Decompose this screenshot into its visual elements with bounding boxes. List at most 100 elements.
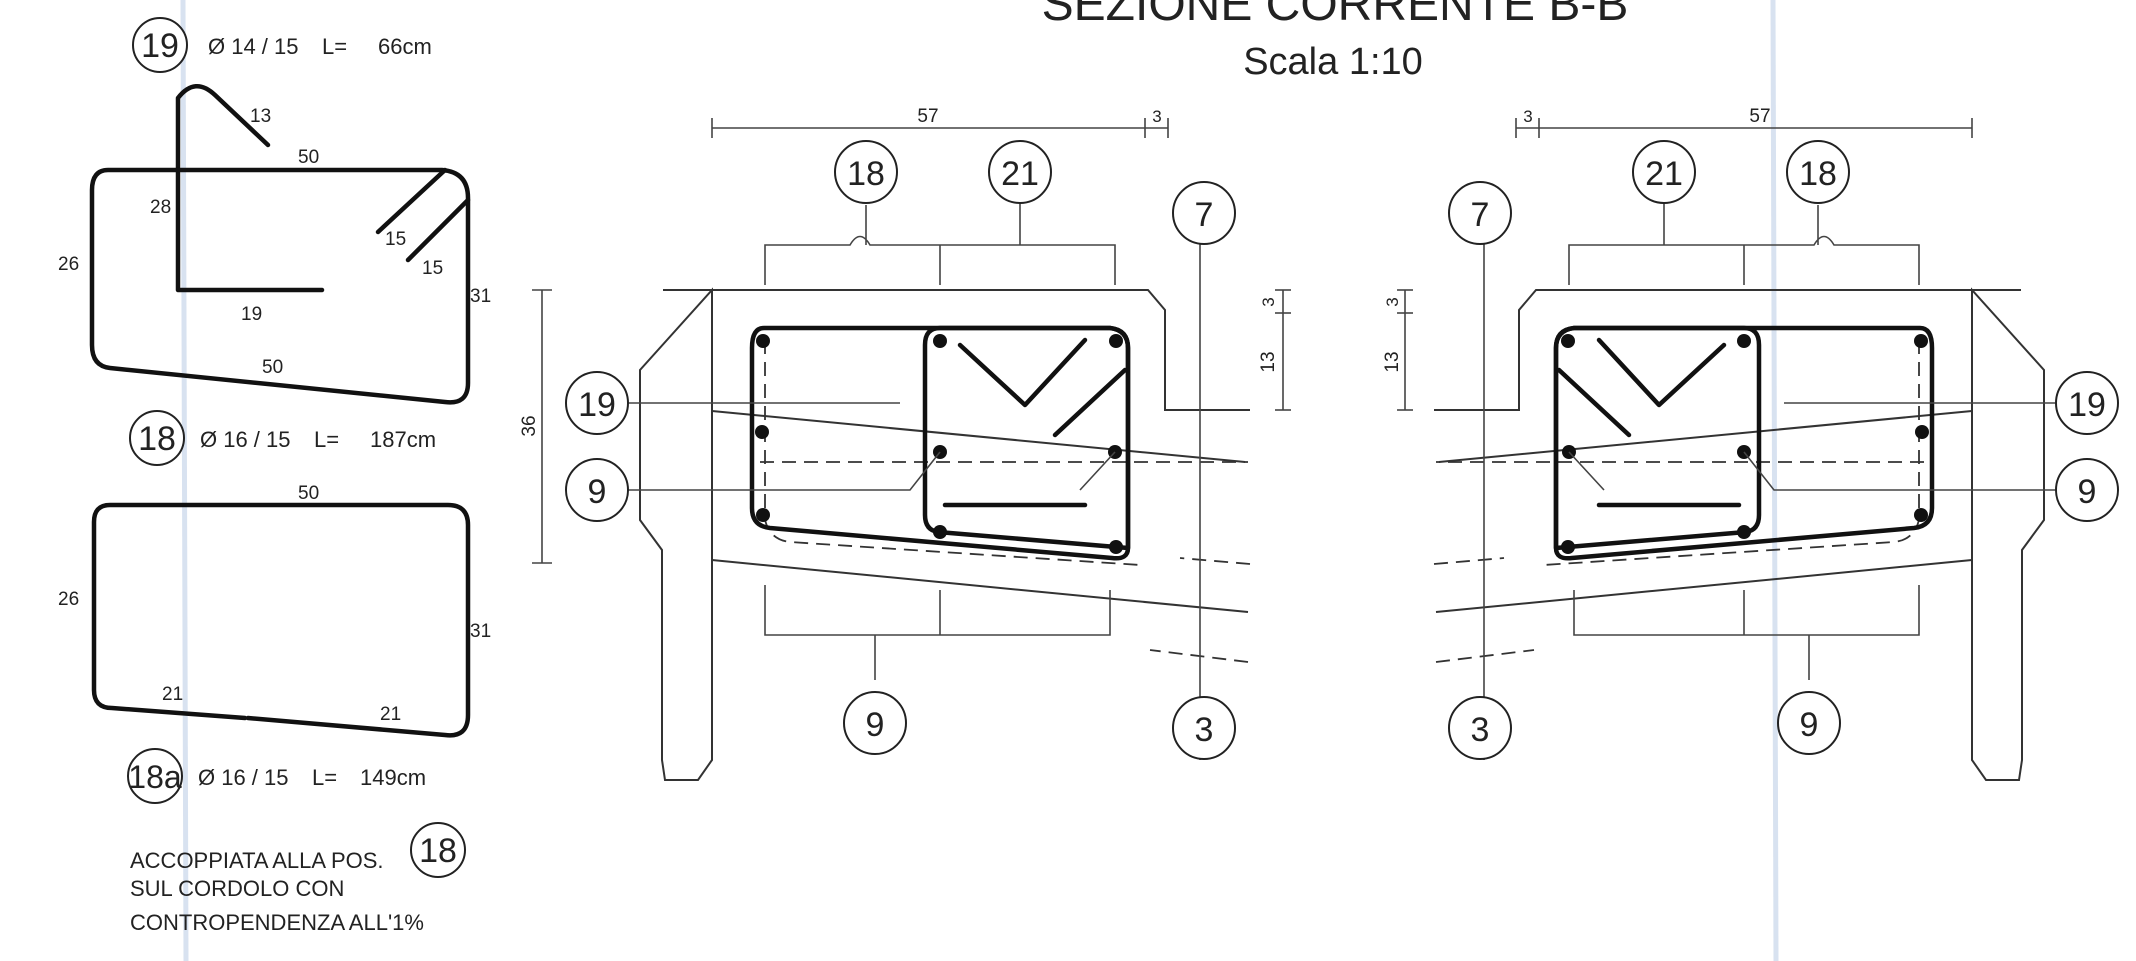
section-mark: 19 [2068,386,2106,424]
dimension-label: 3 [1383,297,1402,306]
bar-mark: 19 [141,27,179,65]
paper-fold [1770,0,1779,961]
concrete-outline [711,559,1249,613]
bar-dim: 26 [58,589,79,610]
bar-mark-circle [132,17,188,73]
hidden-rebar-line [1436,340,1924,566]
bar-length-label: L= [314,427,339,452]
rebar-dots [1561,334,1929,554]
bar-spec: Ø 16 / 15 [198,765,289,790]
section-mark-circle [2055,458,2119,522]
bar-hook-shape [375,167,471,263]
concrete-outline [1434,287,2045,781]
bar-mark-circle [127,748,183,804]
bar-dim: 15 [385,229,406,250]
concrete-outline [639,287,1250,781]
concrete-outline [1435,559,1973,613]
bar-dim: 15 [422,258,443,279]
drawing-scale: Scala 1:10 [1243,41,1423,83]
bar-19-shape [175,84,325,293]
leader-line [939,190,1021,285]
dimension-label: 3 [1523,107,1532,126]
section-mark: 21 [1001,155,1039,193]
bar-dim: 21 [380,704,401,725]
rebar-dot [756,508,770,522]
cross-section-right-labels: 57 3 3 13 18 21 7 19 9 9 3 [1382,106,2106,749]
rebar-dot [1109,334,1123,348]
rebar-dot [756,334,770,348]
rebar-dot [1561,540,1575,554]
section-mark-circle [1777,691,1841,755]
section-mark: 18 [847,155,885,193]
bar-dim: 21 [162,684,183,705]
rebar-stirrup [749,325,1131,561]
bar-dim: 13 [250,106,271,127]
section-mark-circle [1172,696,1236,760]
bar-length-label: L= [312,765,337,790]
concrete-hidden-line [1433,557,1535,663]
section-mark: 3 [1471,711,1490,749]
rebar-dot [933,334,947,348]
rebar-dot [1109,540,1123,554]
bar-length-value: 149cm [360,765,426,790]
section-mark-circle [1632,140,1696,204]
bar-length-label: L= [322,34,347,59]
note-mark-circle [410,822,466,878]
rebar-dot [1915,425,1929,439]
leader-bracket [1568,205,1920,285]
section-mark-circle [1172,181,1236,245]
bar-dim: 50 [298,483,319,504]
section-mark: 21 [1645,155,1683,193]
dimension-label: 57 [1749,106,1770,127]
rebar-dot [1737,525,1751,539]
section-mark: 9 [866,706,885,744]
section-mark: 9 [588,473,607,511]
rebar-dot [1914,334,1928,348]
leader-bracket [764,205,1116,285]
rebar-stirrup-inner [1553,325,1762,551]
rebar-hook [1556,337,1727,438]
rebar-dots [755,334,1123,554]
bar-18-closed-shape [89,167,471,405]
section-mark: 9 [1800,706,1819,744]
section-mark-circle [565,458,629,522]
section-mark-circle [1448,696,1512,760]
section-mark-circle [1448,181,1512,245]
cross-section-left: 57 3 36 3 13 [519,106,1291,781]
dimension-label: 57 [917,106,938,127]
concrete-hidden-line [1149,557,1251,663]
section-mark: 3 [1195,711,1214,749]
leader-line [627,451,1116,491]
bar-mark: 18a [128,759,182,795]
rebar-dot [1561,334,1575,348]
drawing-title: SEZIONE CORRENTE B-B [1042,0,1629,31]
dimension-label: 3 [1259,297,1278,306]
section-mark-circle [988,140,1052,204]
bar-mark: 18 [138,420,176,458]
section-mark-circle [565,371,629,435]
bar-18-shape [91,502,471,738]
note-line: SUL CORDOLO CON [130,876,344,901]
note-block: ACCOPPIATA ALLA POS. 18 SUL CORDOLO CON … [130,822,466,935]
bar-dim: 50 [262,357,283,378]
section-mark: 18 [1799,155,1837,193]
bar-18-detail: 18 Ø 16 / 15 L= 187cm 50 26 31 21 21 [58,410,491,738]
bar-dim: 26 [58,254,79,275]
bar-18a-detail: 18a Ø 16 / 15 L= 149cm [127,748,426,804]
bar-dim: 31 [470,621,491,642]
cross-section-right [1397,118,2119,781]
section-mark-circle [834,140,898,204]
rebar-dot [755,425,769,439]
bar-length-value: 187cm [370,427,436,452]
rebar-dot [1914,508,1928,522]
leader-bracket [764,585,1111,680]
section-mark-circle [2055,371,2119,435]
leader-line [1663,190,1745,285]
bar-dim: 28 [150,197,171,218]
section-mark-circle [1786,140,1850,204]
bar-spec: Ø 14 / 15 [208,34,299,59]
leader-line [1568,451,2057,491]
dimension-label: 3 [1152,107,1161,126]
bar-length-value: 66cm [378,34,432,59]
